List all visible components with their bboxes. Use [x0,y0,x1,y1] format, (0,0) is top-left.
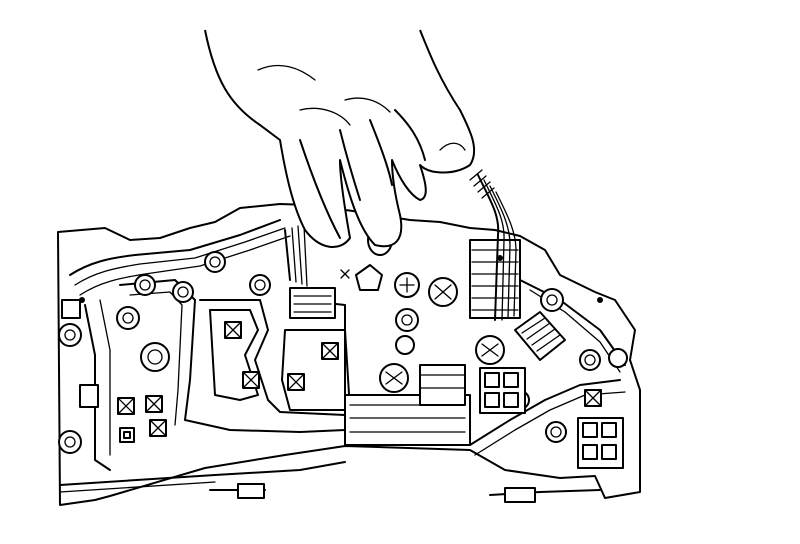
socket [379,363,409,393]
socket [395,335,415,355]
socket [58,430,82,454]
screw [145,395,163,413]
socket [58,323,82,347]
socket [140,342,170,372]
socket [475,335,505,365]
screw [149,419,167,437]
socket [172,281,194,303]
connector [479,367,526,414]
hand [204,29,476,248]
socket [608,348,628,368]
wire-harness [284,169,521,321]
socket [428,277,458,307]
screw [321,342,339,360]
socket [579,349,601,371]
socket [116,306,140,330]
screw [584,389,602,407]
circuit-board [57,203,641,506]
screw [224,321,242,339]
socket [395,308,419,332]
connector [514,311,566,361]
socket [134,274,156,296]
bulb-sockets [58,251,628,454]
socket [394,272,420,298]
screw [119,427,135,443]
screw [287,373,305,391]
screw [117,397,135,415]
connector [577,417,624,469]
socket [204,251,226,273]
connector [289,287,336,319]
screw [242,371,260,389]
connector [237,483,536,503]
mounting-screws [117,321,602,443]
socket [540,288,564,312]
socket [545,421,567,443]
connectors [237,287,624,503]
socket [249,274,271,296]
detail-marks [61,255,603,408]
